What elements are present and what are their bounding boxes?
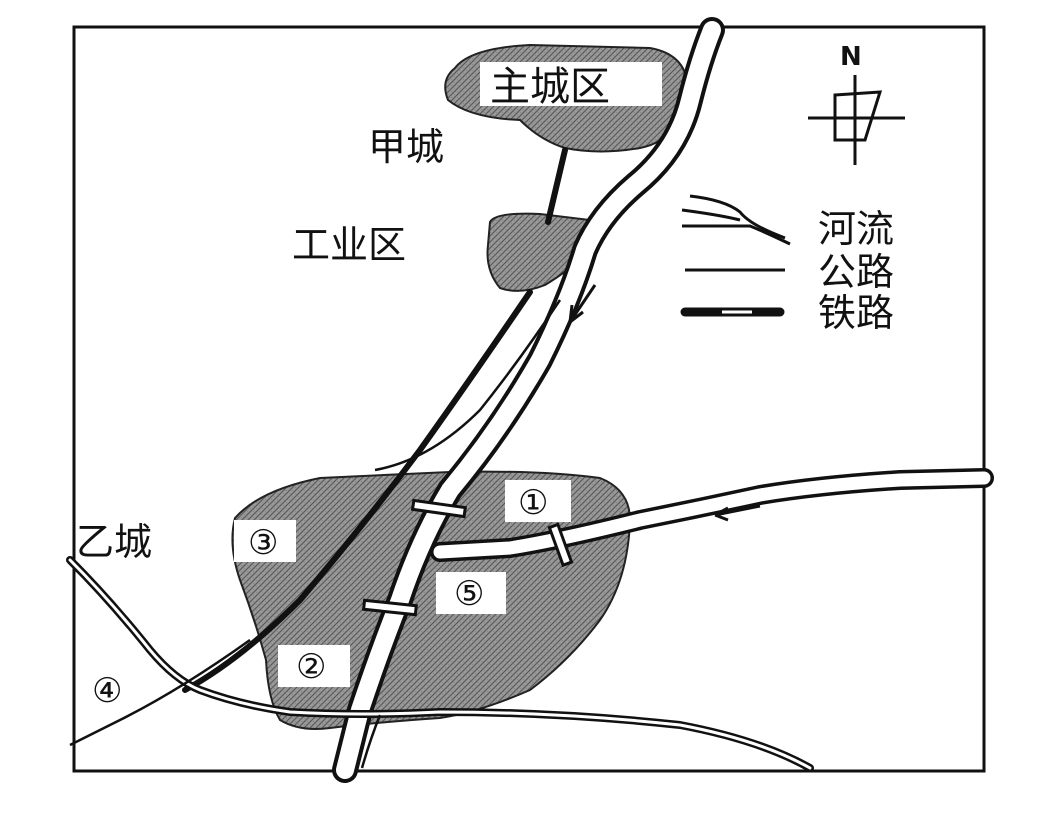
site-5-bg (436, 572, 506, 614)
legend-highway-label: 公路 (818, 250, 894, 294)
site-2-label: ② (296, 647, 326, 687)
main-district-label: 主城区 (490, 64, 610, 110)
highway-along-river (374, 299, 562, 472)
legend-river-label: 河流 (818, 207, 894, 251)
site-1-label: ① (518, 483, 548, 523)
bridge-east (547, 522, 574, 568)
legend: 河流 公路 铁路 (680, 194, 894, 335)
industrial-district-label: 工业区 (292, 223, 406, 267)
flow-arrow-main (568, 284, 597, 324)
railway-jia-yi (182, 147, 568, 693)
site-5-label: ⑤ (454, 574, 484, 614)
north-arrow-icon (808, 75, 905, 165)
site-1-bg (505, 480, 571, 522)
highway-southwest (69, 638, 251, 747)
main-district-label-bg (480, 62, 662, 106)
north-label: N (840, 42, 862, 72)
site-4-label: ④ (92, 671, 122, 711)
city-yi-label: 乙城 (76, 520, 152, 564)
river-symbol-icon (681, 194, 791, 246)
site-2-bg (278, 645, 350, 687)
flow-arrow-tributary (714, 504, 761, 522)
site-3-bg (234, 520, 296, 562)
city-jia-label: 甲城 (368, 125, 444, 169)
bridge-south (361, 598, 418, 617)
bridge-north (410, 498, 467, 519)
site-3-label: ③ (248, 523, 278, 563)
highway-south (360, 714, 382, 769)
legend-railway-label: 铁路 (818, 291, 894, 335)
